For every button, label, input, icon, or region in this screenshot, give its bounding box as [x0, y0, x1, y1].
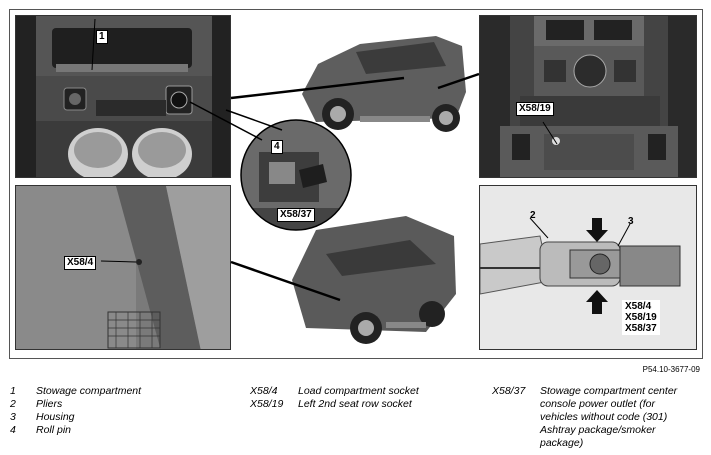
legend-text: vehicles without code (301) — [540, 411, 668, 423]
callout-2: 2 — [530, 210, 536, 221]
callout-4: 4 — [271, 140, 283, 154]
callout-x58-4: X58/4 — [64, 256, 97, 270]
stack-label-x58-19: X58/19 — [625, 312, 657, 323]
legend-col-2: X58/4 Load compartment socket X58/19 Left … — [250, 385, 419, 411]
legend-text: Ashtray package/smoker — [540, 424, 656, 436]
legend-row: console power outlet (for — [492, 398, 677, 411]
legend-text: Housing — [36, 411, 75, 423]
legend-row: vehicles without code (301) — [492, 411, 677, 424]
callout-3: 3 — [628, 216, 634, 227]
callout-x58-37: X58/37 — [277, 208, 315, 222]
legend-row: 2 Pliers — [10, 398, 141, 411]
legend-row: 1 Stowage compartment — [10, 385, 141, 398]
photo-rear-console: X58/19 — [479, 15, 697, 178]
legend-text: Load compartment socket — [298, 385, 419, 397]
legend-key: 3 — [10, 411, 16, 423]
legend-row: 4 Roll pin — [10, 424, 141, 437]
legend-text: Stowage compartment — [36, 385, 142, 397]
legend-key: 1 — [10, 385, 16, 397]
legend-key — [492, 398, 540, 411]
legend-row: Ashtray package/smoker — [492, 424, 677, 437]
figure-reference: P54.10-3677-09 — [642, 365, 700, 374]
socket-label-stack: X58/4 X58/19 X58/37 — [622, 300, 660, 335]
legend-key — [492, 424, 540, 437]
legend-text: package) — [540, 437, 584, 449]
legend-row: X58/19 Left 2nd seat row socket — [250, 398, 419, 411]
legend-text: Pliers — [36, 398, 63, 410]
stack-label-x58-4: X58/4 — [625, 301, 652, 312]
legend-row: X58/4 Load compartment socket — [250, 385, 419, 398]
legend-text: Roll pin — [36, 424, 72, 436]
callout-x58-19: X58/19 — [516, 102, 554, 116]
legend-key: X58/37 — [492, 385, 526, 397]
photo-center-console: 1 — [15, 15, 231, 178]
legend-col-3: X58/37 Stowage compartment center console… — [492, 385, 677, 450]
legend-text: Stowage compartment center — [540, 385, 678, 397]
photo-load-compartment: X58/4 — [15, 185, 231, 350]
stack-label-x58-37: X58/37 — [625, 323, 657, 334]
legend-key: 2 — [10, 398, 16, 410]
legend-text: Left 2nd seat row socket — [298, 398, 412, 410]
legend-row: package) — [492, 437, 677, 450]
legend-key — [492, 437, 540, 450]
legend-col-1: 1 Stowage compartment 2 Pliers 3 Housing 4 R… — [10, 385, 141, 437]
legend-key: X58/4 — [250, 385, 278, 397]
legend-row: 3 Housing — [10, 411, 141, 424]
legend-key: 4 — [10, 424, 16, 436]
zoom-circle-detail: 4 X58/37 — [239, 118, 353, 232]
detail-pliers: 2 3 X58/4 X58/19 X58/37 — [479, 185, 697, 350]
legend-key: X58/19 — [250, 398, 284, 410]
legend-key — [492, 411, 540, 424]
legend-row: X58/37 Stowage compartment center — [492, 385, 677, 398]
callout-1: 1 — [96, 30, 108, 44]
legend-text: console power outlet (for — [540, 398, 655, 410]
vehicle-rear-view — [286, 210, 462, 346]
